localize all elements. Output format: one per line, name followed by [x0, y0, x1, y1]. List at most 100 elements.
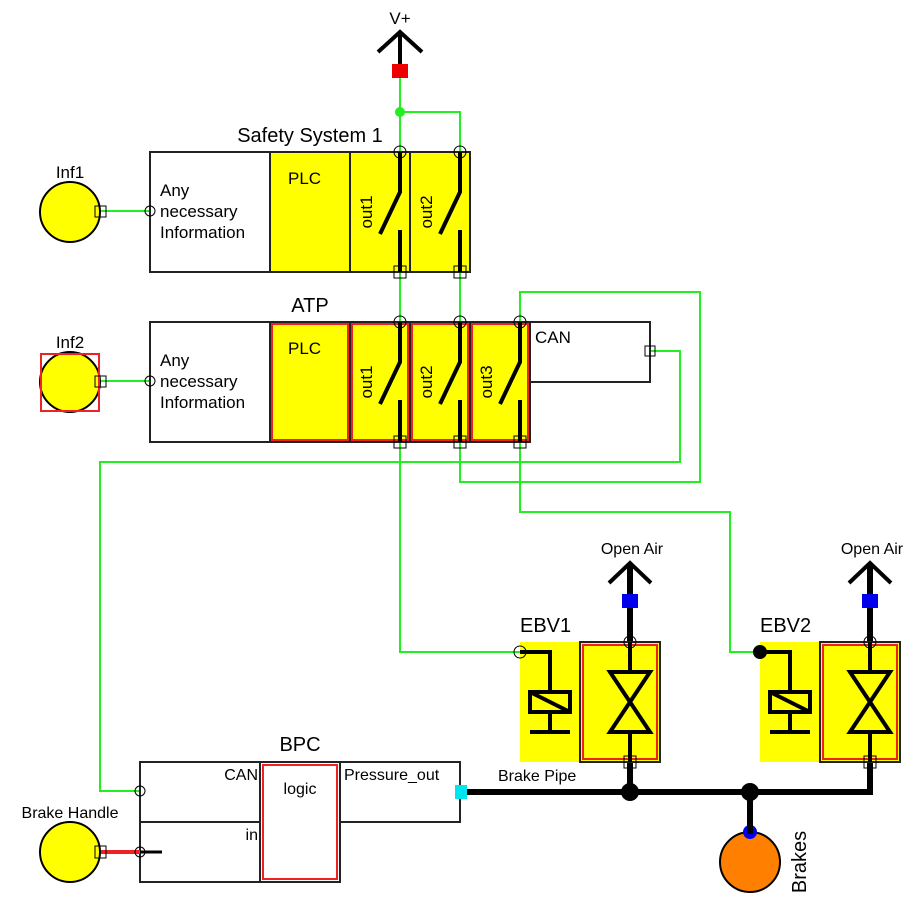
supply-port[interactable]: [392, 64, 408, 78]
selection-outline: [822, 644, 898, 760]
bpc-logic-label: logic: [284, 781, 317, 798]
safety-system-1[interactable]: Safety System 1 Any necessary Informatio…: [144, 125, 471, 279]
atp-plc-label: PLC: [288, 339, 321, 358]
selection-outline: [351, 323, 409, 441]
ebv1-inlet-port[interactable]: [623, 755, 637, 769]
wire-junction-dot: [395, 107, 405, 117]
ebv1-signal-port[interactable]: [513, 645, 527, 659]
atp-out2-out-port[interactable]: [453, 435, 467, 449]
brake-handle-label: Brake Handle: [22, 805, 119, 822]
ebv2-valve[interactable]: EBV2 Open Air: [753, 541, 904, 769]
ebv2-outlet-port[interactable]: [863, 635, 877, 649]
bpc-pressure-label: Pressure_out: [344, 767, 440, 784]
atp-info-port[interactable]: [144, 375, 156, 387]
bpc-title: BPC: [279, 734, 320, 756]
ebv1-outlet-port[interactable]: [623, 635, 637, 649]
brakes[interactable]: Brakes: [719, 800, 811, 893]
atp-title: ATP: [291, 295, 328, 317]
atp-info-line: Any: [160, 351, 190, 370]
bpc-in-label: in: [246, 827, 258, 844]
atp-out1-label: out1: [357, 365, 376, 398]
atp-out1-out-port[interactable]: [393, 435, 407, 449]
brake-handle-port[interactable]: [94, 845, 107, 859]
solenoid-icon: [520, 650, 572, 734]
brake-pipe[interactable]: Brake Pipe: [462, 760, 873, 832]
inf2-port[interactable]: [94, 375, 107, 388]
ebv1-vent-port[interactable]: [622, 594, 638, 608]
atp-info-line: Information: [160, 393, 245, 412]
ebv1-vent-label: Open Air: [601, 541, 664, 558]
ss1-out1-in-port[interactable]: [393, 145, 407, 159]
vplus-label: V+: [389, 9, 410, 28]
selection-outline: [40, 353, 100, 412]
ebv2-signal-port[interactable]: [753, 645, 767, 659]
vplus-supply[interactable]: V+: [376, 9, 424, 78]
atp-info-line: necessary: [160, 372, 238, 391]
ss1-out2-out-port[interactable]: [453, 265, 467, 279]
atp[interactable]: ATP Any necessary Information CAN PLC ou…: [144, 295, 656, 449]
ss1-info-line: Any: [160, 181, 190, 200]
ebv1-label: EBV1: [520, 615, 571, 637]
ebv1-valve[interactable]: EBV1 Open Air: [513, 541, 664, 769]
ss1-title: Safety System 1: [237, 125, 383, 147]
atp-plc[interactable]: [269, 321, 351, 443]
signal-wires: [99, 72, 760, 792]
valve-icon: [846, 642, 894, 762]
selection-outline: [471, 323, 529, 441]
atp-out3-in-port[interactable]: [513, 315, 527, 329]
wire-can-to-bpc[interactable]: [99, 350, 681, 792]
ss1-out1-out-port[interactable]: [393, 265, 407, 279]
bpc-pressure-block[interactable]: [339, 761, 461, 823]
ebv2-valve-body[interactable]: [819, 641, 901, 763]
selection-outline: [271, 323, 349, 441]
ss1-info-line: Information: [160, 223, 245, 242]
bpc-can-block[interactable]: [139, 761, 261, 823]
atp-out2-label: out2: [417, 365, 436, 398]
inf2-source[interactable]: Inf2: [39, 333, 107, 413]
atp-can-label: CAN: [535, 328, 571, 347]
wire-atp-out1-ebv1[interactable]: [399, 442, 520, 653]
solenoid-icon: [760, 650, 812, 734]
switch-icon: [378, 152, 462, 272]
selection-outline: [262, 764, 338, 880]
wire-atp-out3-ebv2[interactable]: [519, 442, 760, 653]
inf2-label: Inf2: [56, 333, 84, 352]
wire-out3-loop[interactable]: [459, 291, 701, 483]
pipe-junction: [621, 783, 639, 801]
bpc-can-port[interactable]: [134, 785, 146, 797]
valve-icon: [606, 642, 654, 762]
ebv2-vent-port[interactable]: [862, 594, 878, 608]
ss1-out2-label: out2: [417, 195, 436, 228]
atp-out3-label: out3: [477, 365, 496, 398]
selection-outline: [582, 644, 658, 760]
ss1-info-line: necessary: [160, 202, 238, 221]
inf1-label: Inf1: [56, 163, 84, 182]
atp-can-block[interactable]: [529, 321, 651, 383]
ss1-out1-label: out1: [357, 195, 376, 228]
selection-outline: [411, 323, 469, 441]
switch-icon: [378, 322, 522, 442]
atp-out2-in-port[interactable]: [453, 315, 467, 329]
inf1-source[interactable]: Inf1: [39, 163, 107, 243]
brake-pipe-label: Brake Pipe: [498, 768, 576, 785]
bpc-logic[interactable]: [259, 761, 341, 883]
ebv2-inlet-port[interactable]: [863, 755, 877, 769]
bpc-in-port[interactable]: [134, 846, 146, 858]
atp-out1-in-port[interactable]: [393, 315, 407, 329]
bpc-can-label: CAN: [224, 767, 258, 784]
ebv2-vent-label: Open Air: [841, 541, 904, 558]
atp-can-port[interactable]: [644, 345, 656, 357]
wire-vplus-ss1-out2[interactable]: [400, 111, 461, 152]
pipe-junction: [741, 783, 759, 801]
atp-out3-out-port[interactable]: [513, 435, 527, 449]
inf1-port[interactable]: [94, 205, 107, 218]
brakes-label: Brakes: [789, 831, 811, 893]
ss1-out2-in-port[interactable]: [453, 145, 467, 159]
ss1-info-port[interactable]: [144, 205, 156, 217]
ebv1-valve-body[interactable]: [579, 641, 661, 763]
brake-handle-source[interactable]: Brake Handle: [22, 805, 119, 883]
ebv2-label: EBV2: [760, 615, 811, 637]
bpc-pressure-port[interactable]: [455, 785, 467, 799]
bpc[interactable]: BPC CAN in logic Pressure_out: [100, 734, 467, 883]
